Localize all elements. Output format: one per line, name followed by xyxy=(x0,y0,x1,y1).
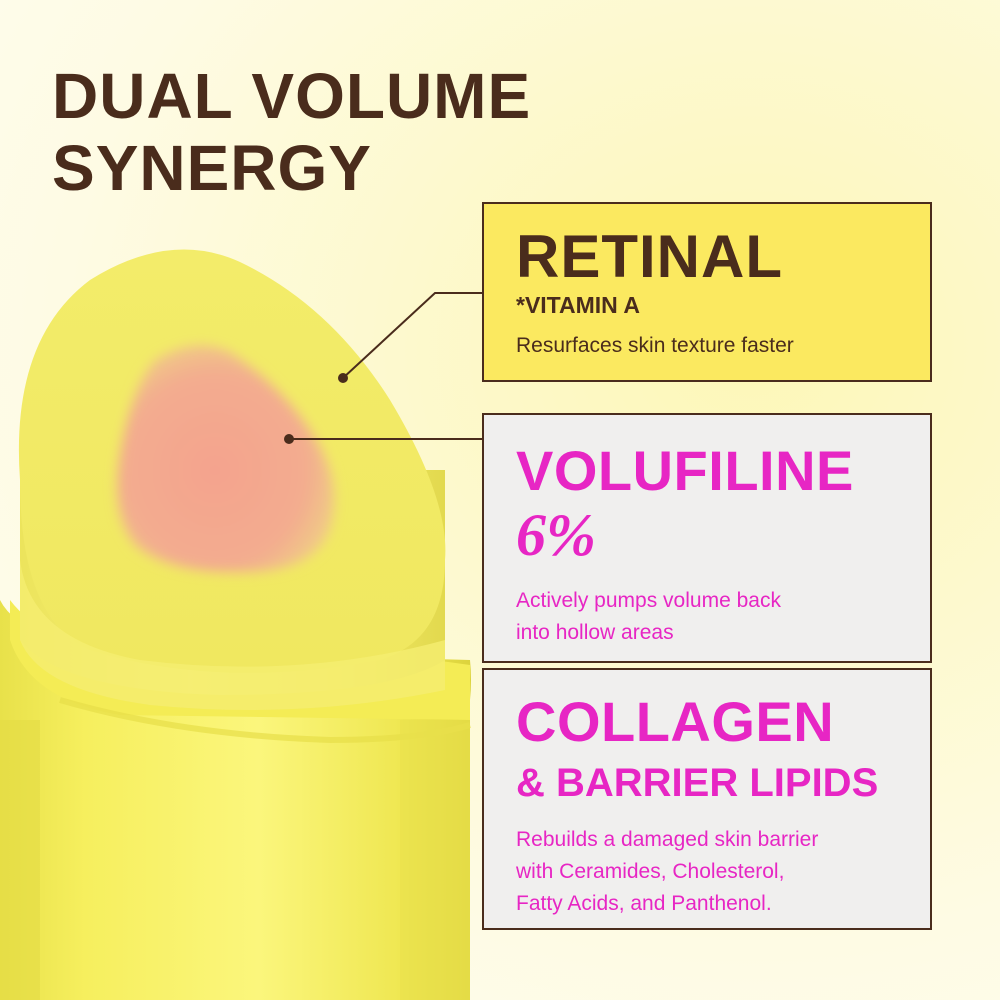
headline-line-1: DUAL VOLUME xyxy=(52,60,532,132)
volufiline-title: VOLUFILINE xyxy=(516,439,854,502)
collagen-description: Rebuilds a damaged skin barrier with Cer… xyxy=(516,824,900,920)
retinal-description: Resurfaces skin texture faster xyxy=(516,334,794,357)
collagen-description-line-3: Fatty Acids, and Panthenol. xyxy=(516,892,772,915)
volufiline-description-line-2: into hollow areas xyxy=(516,621,674,644)
headline-line-2: SYNERGY xyxy=(52,132,372,204)
collagen-description-line-1: Rebuilds a damaged skin barrier xyxy=(516,828,819,851)
volufiline-percent: 6% xyxy=(516,502,596,568)
collagen-card: COLLAGEN & BARRIER LIPIDS Rebuilds a dam… xyxy=(482,668,932,930)
collagen-description-line-2: with Ceramides, Cholesterol, xyxy=(516,860,785,883)
retinal-subtitle: *VITAMIN A xyxy=(516,292,640,318)
page-title: DUAL VOLUME SYNERGY xyxy=(52,60,612,204)
collagen-subtitle: & BARRIER LIPIDS xyxy=(516,761,879,805)
collagen-title: COLLAGEN xyxy=(516,690,835,753)
retinal-card: RETINAL *VITAMIN A Resurfaces skin textu… xyxy=(482,202,932,382)
volufiline-description: Actively pumps volume back into hollow a… xyxy=(516,585,900,649)
volufiline-description-line-1: Actively pumps volume back xyxy=(516,589,781,612)
volufiline-card: VOLUFILINE 6% Actively pumps volume back… xyxy=(482,413,932,663)
retinal-title: RETINAL xyxy=(516,223,783,290)
